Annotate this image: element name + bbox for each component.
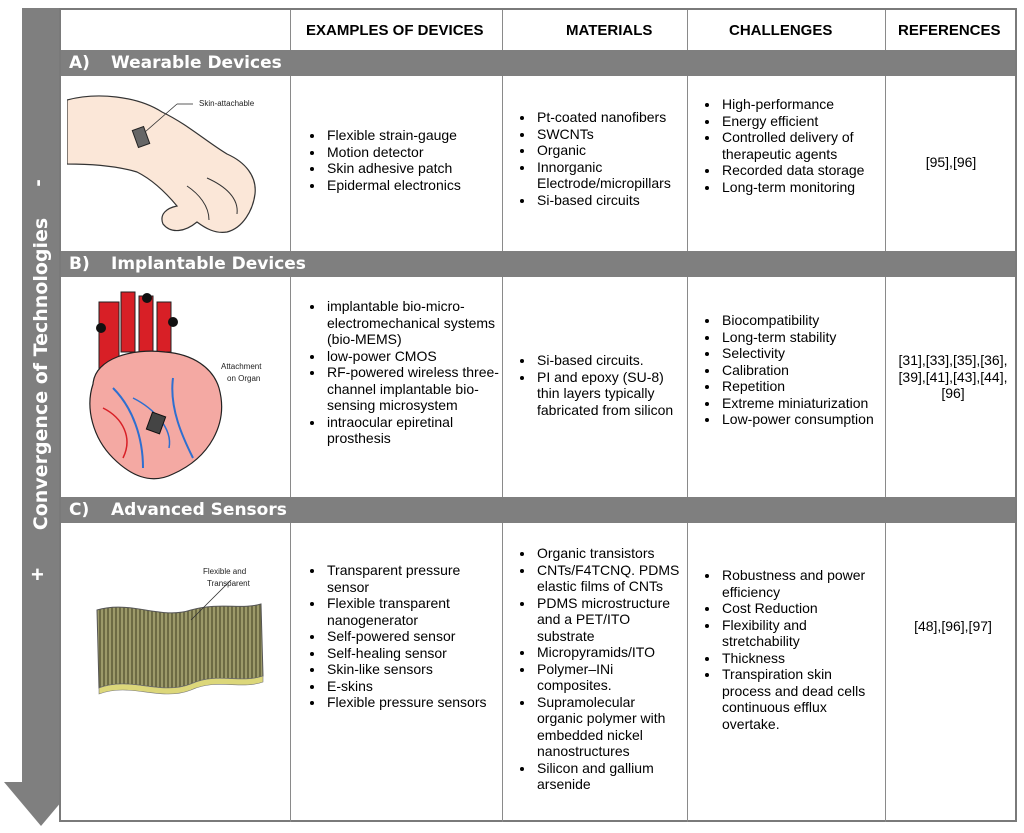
section-title: Advanced Sensors bbox=[111, 500, 287, 520]
wearable-hand-illustration bbox=[66, 82, 282, 248]
section-letter: A) bbox=[69, 53, 90, 73]
list-item: Innorganic Electrode/micropillars bbox=[535, 159, 684, 192]
list-item: Si-based circuits. bbox=[535, 352, 684, 369]
sensors-examples: Transparent pressure sensor Flexible tra… bbox=[309, 562, 499, 711]
figure-caption: Skin-attachable bbox=[199, 99, 255, 108]
list-item: Extreme miniaturization bbox=[720, 395, 882, 412]
list-item: low-power CMOS bbox=[325, 348, 499, 365]
list-item: RF-powered wireless three-channel implan… bbox=[325, 364, 499, 414]
header-challenges: CHALLENGES bbox=[729, 21, 833, 39]
list-item: Long-term monitoring bbox=[720, 179, 882, 196]
list-item: Thickness bbox=[720, 650, 882, 667]
list-item: Recorded data storage bbox=[720, 162, 882, 179]
wearable-examples: Flexible strain-gauge Motion detector Sk… bbox=[309, 127, 499, 193]
list-item: Self-powered sensor bbox=[325, 628, 499, 645]
implantable-materials: Si-based circuits. PI and epoxy (SU-8) t… bbox=[519, 352, 684, 418]
list-item: implantable bio-micro-electromechanical … bbox=[325, 298, 499, 348]
list-item: Skin adhesive patch bbox=[325, 160, 499, 177]
header-references: REFERENCES bbox=[898, 21, 1001, 39]
list-item: Organic bbox=[535, 142, 684, 159]
figure-caption: Transparent bbox=[207, 579, 250, 588]
column-divider bbox=[502, 10, 503, 822]
implantable-examples: implantable bio-micro-electromechanical … bbox=[309, 298, 499, 447]
figure-caption: Flexible and bbox=[203, 567, 247, 576]
list-item: Long-term stability bbox=[720, 329, 882, 346]
wearable-materials: Pt-coated nanofibers SWCNTs Organic Inno… bbox=[519, 109, 684, 208]
wearable-challenges: High-performance Energy efficient Contro… bbox=[704, 96, 882, 195]
list-item: Selectivity bbox=[720, 345, 882, 362]
list-item: Self-healing sensor bbox=[325, 645, 499, 662]
list-item: Low-power consumption bbox=[720, 411, 882, 428]
list-item: Flexibility and stretchability bbox=[720, 617, 882, 650]
list-item: Transparent pressure sensor bbox=[325, 562, 499, 595]
list-item: Transpiration skin process and dead cell… bbox=[720, 666, 882, 732]
figure-caption: Attachment bbox=[221, 362, 262, 371]
header-examples: EXAMPLES OF DEVICES bbox=[306, 21, 484, 39]
list-item: Biocompatibility bbox=[720, 312, 882, 329]
list-item: Silicon and gallium arsenide bbox=[535, 760, 684, 793]
list-item: Organic transistors bbox=[535, 545, 684, 562]
list-item: Flexible strain-gauge bbox=[325, 127, 499, 144]
convergence-plus: + bbox=[31, 562, 44, 587]
list-item: Pt-coated nanofibers bbox=[535, 109, 684, 126]
list-item: Epidermal electronics bbox=[325, 177, 499, 194]
sensors-references: [48],[96],[97] bbox=[914, 618, 992, 634]
section-title: Wearable Devices bbox=[111, 53, 282, 73]
section-title: Implantable Devices bbox=[111, 254, 306, 274]
list-item: Flexible transparent nanogenerator bbox=[325, 595, 499, 628]
convergence-arrow bbox=[22, 8, 60, 786]
list-item: Flexible pressure sensors bbox=[325, 694, 499, 711]
section-letter: B) bbox=[69, 254, 90, 274]
list-item: Energy efficient bbox=[720, 113, 882, 130]
list-item: Robustness and power efficiency bbox=[720, 567, 882, 600]
sensors-challenges: Robustness and power efficiency Cost Red… bbox=[704, 567, 882, 732]
list-item: Polymer–INi composites. bbox=[535, 661, 684, 694]
list-item: Si-based circuits bbox=[535, 192, 684, 209]
list-item: CNTs/F4TCNQ. PDMS elastic films of CNTs bbox=[535, 562, 684, 595]
wearable-references: [95],[96] bbox=[925, 154, 977, 170]
devices-table: EXAMPLES OF DEVICES MATERIALS CHALLENGES… bbox=[59, 8, 1017, 822]
list-item: PDMS microstructure and a PET/ITO substr… bbox=[535, 595, 684, 645]
section-band-wearable: A) Wearable Devices bbox=[61, 50, 1015, 76]
list-item: SWCNTs bbox=[535, 126, 684, 143]
list-item: intraocular epiretinal prosthesis bbox=[325, 414, 499, 447]
figure-caption: on Organ bbox=[227, 374, 261, 383]
convergence-minus: - bbox=[24, 179, 50, 187]
list-item: Micropyramids/ITO bbox=[535, 644, 684, 661]
section-band-sensors: C) Advanced Sensors bbox=[61, 497, 1015, 523]
section-letter: C) bbox=[69, 500, 90, 520]
list-item: Supramolecular organic polymer with embe… bbox=[535, 694, 684, 760]
list-item: Calibration bbox=[720, 362, 882, 379]
list-item: E-skins bbox=[325, 678, 499, 695]
list-item: High-performance bbox=[720, 96, 882, 113]
column-divider bbox=[687, 10, 688, 822]
heart-illustration bbox=[73, 288, 248, 493]
section-band-implantable: B) Implantable Devices bbox=[61, 251, 1015, 277]
convergence-label: Convergence of Technologies bbox=[30, 217, 52, 531]
list-item: Motion detector bbox=[325, 144, 499, 161]
list-item: Controlled delivery of therapeutic agent… bbox=[720, 129, 882, 162]
list-item: Skin-like sensors bbox=[325, 661, 499, 678]
flexible-sensor-illustration bbox=[91, 569, 266, 710]
list-item: Repetition bbox=[720, 378, 882, 395]
column-divider bbox=[885, 10, 886, 822]
table-header: EXAMPLES OF DEVICES MATERIALS CHALLENGES… bbox=[61, 10, 1015, 50]
implantable-challenges: Biocompatibility Long-term stability Sel… bbox=[704, 312, 882, 428]
column-divider bbox=[290, 10, 291, 822]
header-materials: MATERIALS bbox=[566, 21, 653, 39]
list-item: PI and epoxy (SU-8) thin layers typicall… bbox=[535, 369, 684, 419]
list-item: Cost Reduction bbox=[720, 600, 882, 617]
sensors-materials: Organic transistors CNTs/F4TCNQ. PDMS el… bbox=[519, 545, 684, 793]
implantable-references: [31],[33],[35],[36],[39],[41],[43],[44],… bbox=[898, 352, 1008, 401]
